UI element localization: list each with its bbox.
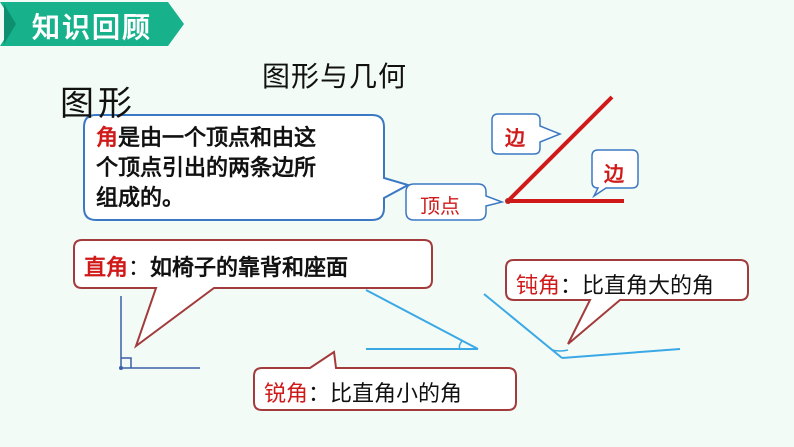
obtuse-angle-name: 钝角: [516, 274, 561, 299]
acute-angle-callout: [253, 350, 517, 411]
acute-angle-desc: 比直角小的角: [330, 382, 463, 407]
right-angle-desc: 如椅子的靠背和座面: [150, 256, 349, 281]
acute-angle-sep: ：: [308, 382, 331, 407]
right-angle-callout: [73, 239, 433, 349]
definition-line-3: 组成的。: [96, 186, 185, 211]
acute-angle-name: 锐角: [264, 382, 309, 407]
right-angle-name: 直角: [84, 256, 129, 281]
definition-line-1-rest: 是由一个顶点和由这: [118, 126, 317, 151]
edge-label-right: 边: [604, 162, 624, 186]
page-title: 图形与几何: [262, 60, 408, 93]
banner-ribbon: [0, 2, 184, 46]
right-angle-sep: ：: [128, 256, 151, 281]
angle-vertex-dot: [505, 198, 511, 204]
definition-text: 角是由一个顶点和由这 个顶点引出的两条边所 组成的。: [96, 124, 316, 214]
right-angle-text: 直角：如椅子的靠背和座面: [84, 250, 348, 282]
obtuse-angle-sep: ：: [560, 274, 583, 299]
vertex-label-bubble: [405, 183, 505, 221]
acute-angle-figure: [365, 289, 479, 350]
angle-ray-upper: [506, 95, 614, 203]
section-title: 图形: [60, 84, 136, 124]
edge-label-bubble-right: [591, 149, 639, 199]
definition-bubble: [83, 114, 411, 221]
right-angle-figure: [120, 296, 200, 369]
banner-title: 知识回顾: [32, 11, 153, 44]
definition-highlight: 角: [96, 126, 119, 151]
acute-angle-text: 锐角：比直角小的角: [264, 376, 462, 408]
obtuse-angle-desc: 比直角大的角: [582, 274, 715, 299]
edge-label-bubble-top: [491, 113, 563, 155]
right-angle-vertex-dot: [119, 366, 123, 370]
vertex-label: 顶点: [420, 194, 460, 218]
obtuse-angle-text: 钝角：比直角大的角: [516, 268, 714, 300]
definition-line-1: 角是由一个顶点和由这: [96, 124, 316, 154]
obtuse-angle-callout: [505, 259, 749, 345]
definition-line-2: 个顶点引出的两条边所: [96, 156, 317, 181]
obtuse-angle-figure: [483, 293, 681, 359]
edge-label-top: 边: [505, 126, 525, 150]
